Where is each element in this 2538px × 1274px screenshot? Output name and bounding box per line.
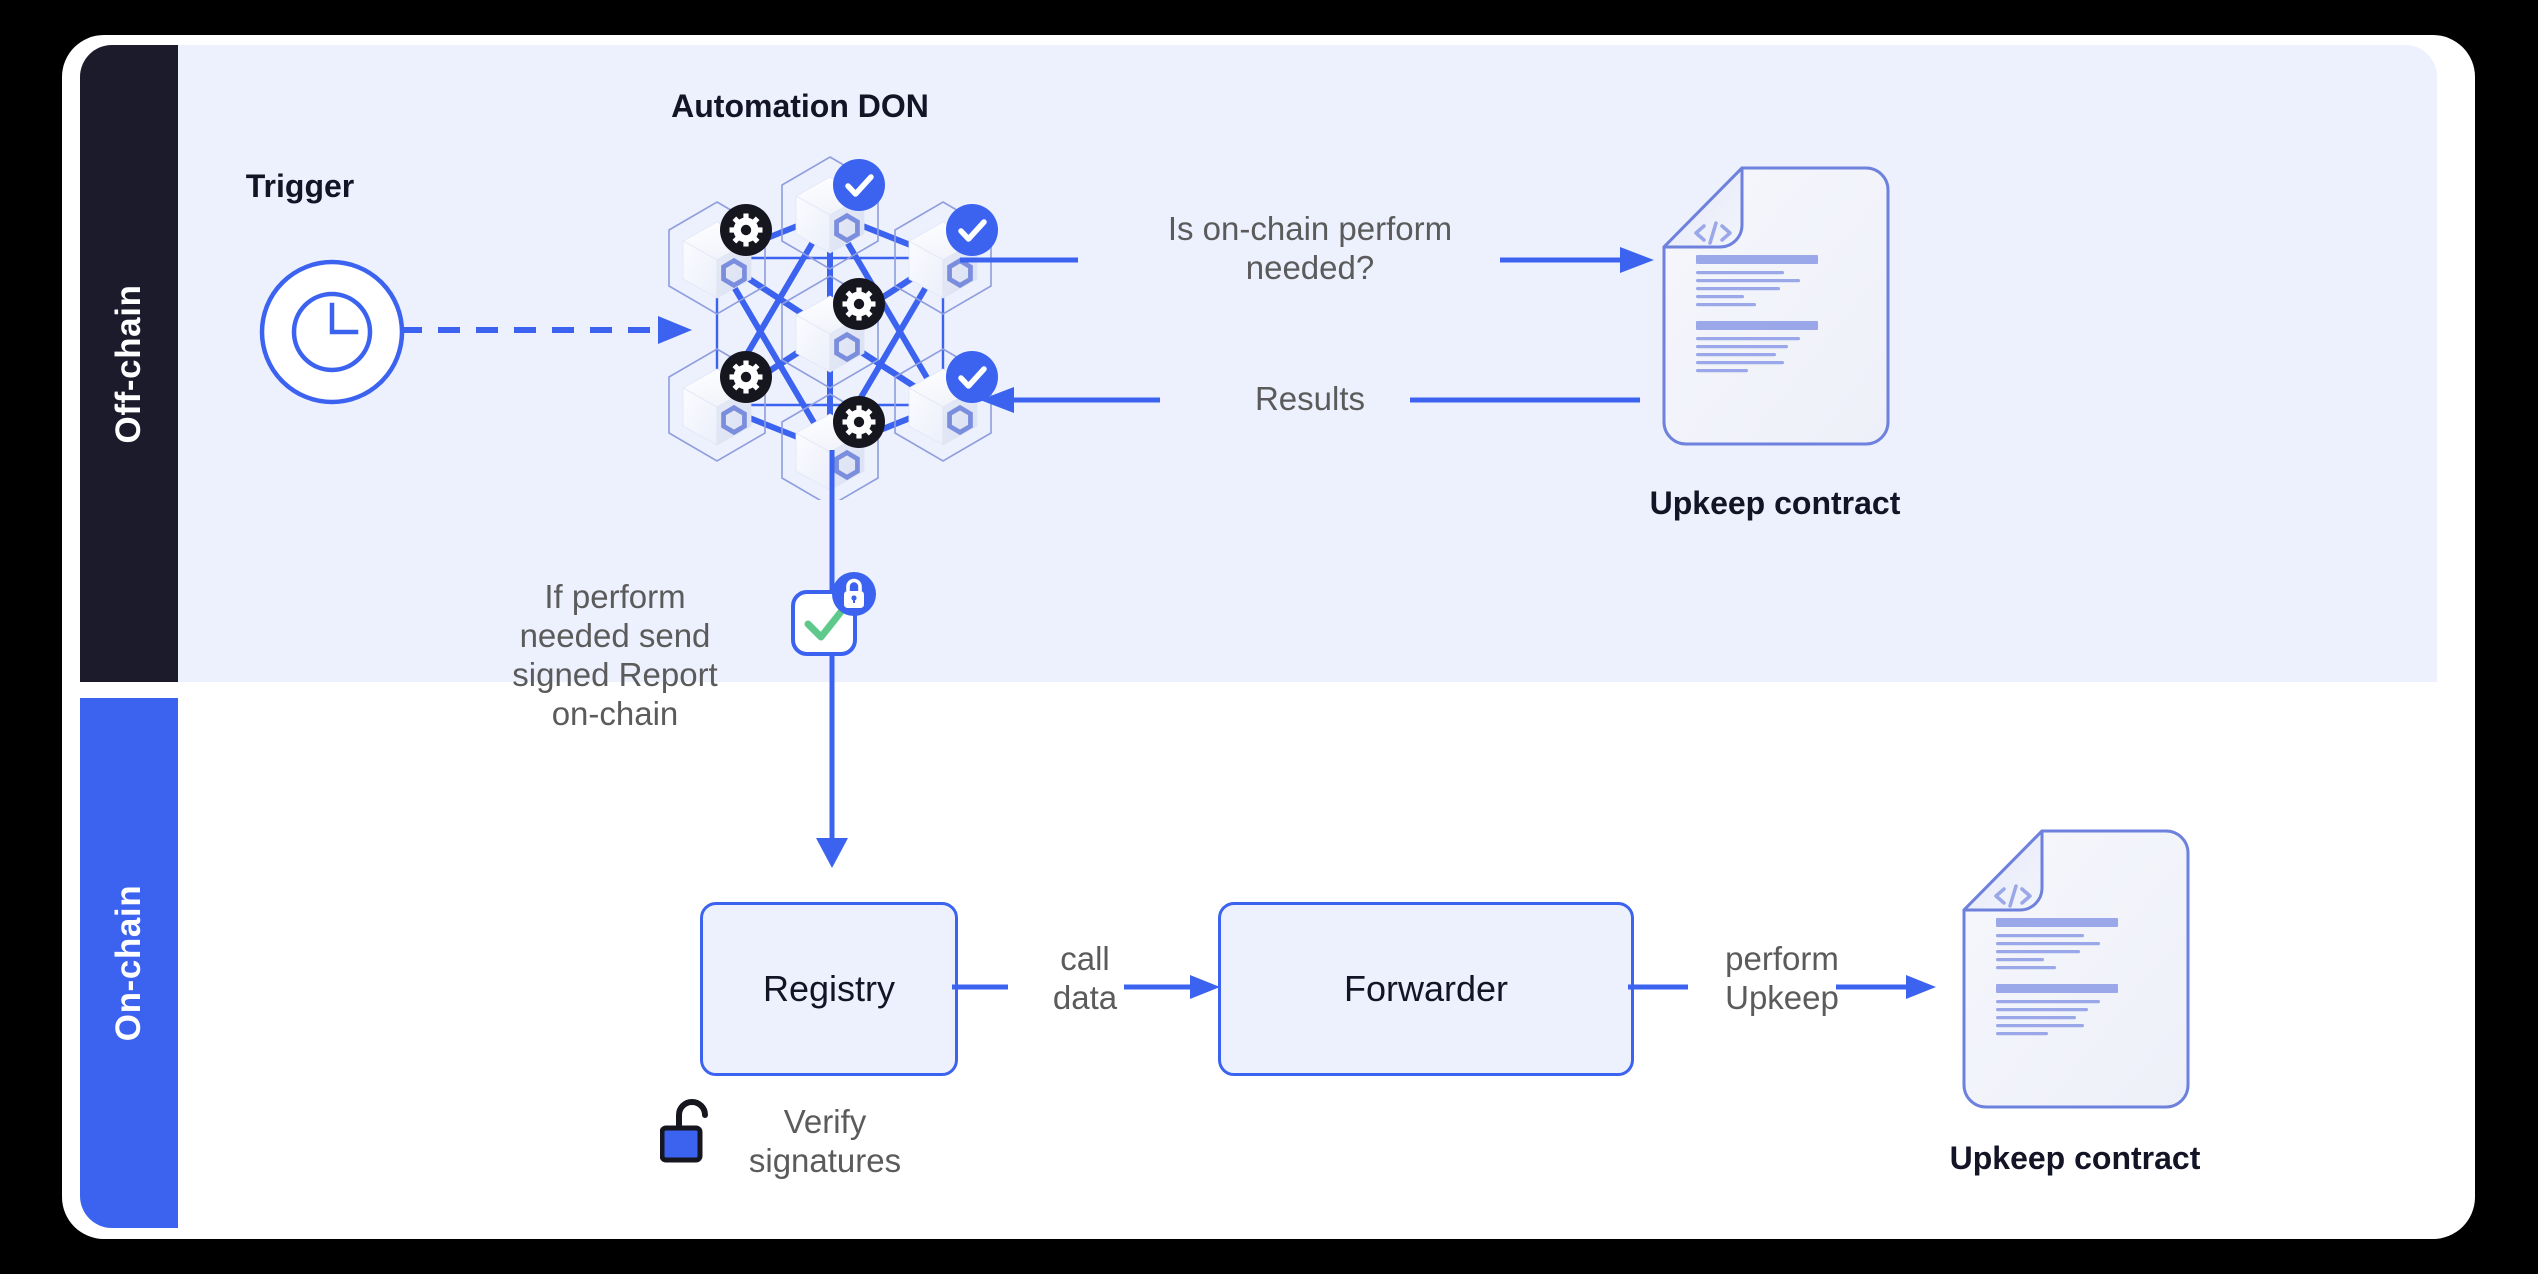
trigger-label: Trigger xyxy=(245,168,355,204)
trigger-to-don-arrow xyxy=(400,310,700,350)
offchain-upkeep-contract-doc xyxy=(1660,165,1892,450)
upkeep-to-don-arrow xyxy=(980,382,1660,418)
results-label: Results xyxy=(1254,380,1366,417)
onchain-upkeep-contract-label: Upkeep contract xyxy=(1949,1140,2201,1176)
onchain-upkeep-contract-doc xyxy=(1960,828,2192,1113)
don-badge-gear-center xyxy=(833,278,885,330)
offchain-upkeep-contract-label: Upkeep contract xyxy=(1649,485,1901,521)
lock-open-icon xyxy=(660,1098,720,1166)
don-badge-gear-bottom xyxy=(833,396,885,448)
automation-don-network xyxy=(660,140,1000,500)
verify-signatures-label: Verify signatures xyxy=(748,1103,902,1179)
offchain-rail-label: Off-chain xyxy=(109,283,148,444)
forwarder-to-upkeep-arrow xyxy=(1628,970,1938,1004)
perform-upkeep-label: perform Upkeep xyxy=(1725,940,1839,1016)
don-to-registry-arrow xyxy=(812,450,852,870)
registry-box[interactable]: Registry xyxy=(700,902,958,1076)
don-badge-check-top xyxy=(833,159,885,211)
offchain-panel xyxy=(80,45,2437,682)
query-label: Is on-chain perform needed? xyxy=(1167,210,1453,286)
forwarder-box[interactable]: Forwarder xyxy=(1218,902,1634,1076)
onchain-rail-label: On-chain xyxy=(109,884,148,1042)
registry-to-forwarder-arrow xyxy=(952,970,1222,1004)
trigger-clock-icon xyxy=(255,255,409,409)
onchain-rail: On-chain xyxy=(80,698,178,1228)
offchain-rail: Off-chain xyxy=(80,45,178,682)
call-data-label: call data xyxy=(1052,940,1118,1016)
lock-closed-icon xyxy=(832,572,876,616)
report-note-label: If perform needed send signed Report on-… xyxy=(512,578,718,732)
signed-report-badge xyxy=(790,572,882,657)
don-badge-gear-lower-left xyxy=(720,351,772,403)
automation-don-title: Automation DON xyxy=(671,88,929,124)
don-to-upkeep-arrow xyxy=(960,242,1660,278)
don-badge-gear-upper-left xyxy=(720,204,772,256)
